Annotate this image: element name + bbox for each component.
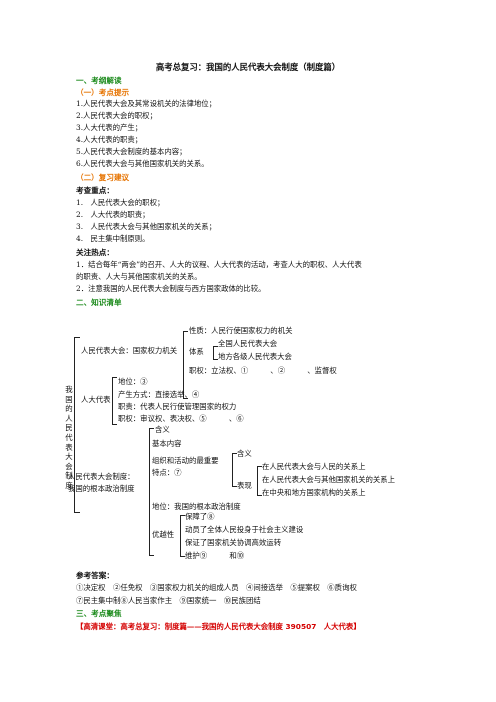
point-3: 3.人大代表的产生； (76, 123, 143, 132)
hot-2: 的职责、人大与其他国家机关的关系。 (76, 272, 202, 281)
system-main-brace (149, 428, 154, 556)
point-1: 1.人民代表大会及其常设机关的法律地位； (76, 99, 217, 108)
section1-heading: 一、考纲解读 (76, 76, 122, 85)
focus-1: 1. 人民代表大会的职权； (76, 198, 165, 207)
system-brace (213, 346, 218, 360)
deputy-election: 产生方式：直接选举、④ (118, 390, 200, 399)
advantage-2: 动员了全体人民投身于社会主义建设 (185, 525, 304, 534)
point-6: 6.人民代表大会与其他国家机关的关系。 (76, 159, 209, 168)
hot-3: 2．注意我国的人民代表大会制度与西方国家政体的比较。 (76, 284, 266, 293)
system-feature-1: 组织和活动的最重要 (152, 456, 219, 465)
feature-brace (232, 453, 237, 487)
system-feature-2: 特点：⑦ (152, 468, 182, 477)
deputy-brace (112, 377, 117, 425)
hot-1: 1．结合每年“两会”的召开、人大的议程、人大代表的活动，考查人大的职权、人大代表 (76, 260, 362, 269)
npc-powers: 职权：立法权、① 、② 、监督权 (189, 366, 337, 375)
hot-label: 关注热点： (76, 248, 114, 257)
focus-2: 2. 人大代表的职责； (76, 210, 150, 219)
show-brace (257, 466, 262, 496)
system-status: 地位：我国的根本政治制度 (152, 502, 241, 511)
system-content: 基本内容 (152, 439, 182, 448)
npc-system-national: 全国人民代表大会 (218, 339, 278, 348)
node-system-line1: 人民代表大会制度： (68, 472, 135, 481)
video-link[interactable]: 【高清课堂：高考总复习：制度篇——我国的人民代表大会制度 390507 人大代表… (76, 622, 361, 631)
page-title: 高考总复习：我国的人民代表大会制度（制度篇） (155, 62, 341, 72)
section3-heading: 三、考点聚焦 (76, 609, 122, 618)
feature-meaning: 含义 (237, 449, 252, 458)
point-4: 4.人大代表的职责； (76, 135, 143, 144)
deputy-status: 地位：③ (118, 377, 148, 386)
root-label: 我国的人民代表大会制度 (65, 385, 73, 490)
answers-line-2: ⑦民主集中制⑧人民当家作主 ⑨国家统一 ⑩民族团结 (76, 596, 261, 605)
show-item-3: 在中央和地方国家机构的关系上 (262, 488, 366, 497)
node-npc: 人民代表大会：国家权力机关 (81, 346, 178, 355)
node-system-line2: 我国的根本政治制度 (68, 484, 135, 493)
advantage-4: 维护⑨ 和⑩ (185, 551, 245, 560)
npc-system-local: 地方各级人民代表大会 (218, 352, 292, 361)
section2-heading: 二、知识清单 (76, 298, 122, 307)
feature-show: 表现 (237, 481, 252, 490)
system-meaning: 含义 (155, 425, 170, 434)
advantage-brace (180, 515, 185, 557)
npc-system: 体系 (189, 347, 204, 356)
advantage-1: 保障了⑧ (185, 512, 215, 521)
answers-line-1: ①决定权 ②任免权 ③国家权力机关的组成人员 ④间接选举 ⑤提案权 ⑥质询权 (76, 583, 357, 592)
sub2-heading: （二）复习建议 (76, 173, 130, 182)
point-2: 2.人民代表大会的职权； (76, 111, 157, 120)
deputy-duty: 职责：代表人民行使管理国家的权力 (118, 402, 237, 411)
root-brace (74, 337, 80, 513)
focus-3: 3. 人民代表大会与其他国家机关的关系； (76, 222, 217, 231)
deputy-powers: 职权：审议权、表决权、⑤ 、⑥ (118, 414, 244, 423)
point-5: 5.人民代表大会制度的基本内容； (76, 147, 187, 156)
advantage-3: 保证了国家机关协调高效运转 (185, 538, 282, 547)
npc-nature: 性质：人民行使国家权力的机关 (189, 326, 293, 335)
focus-4: 4. 民主集中制原则。 (76, 234, 150, 243)
focus-label: 考查重点： (76, 186, 114, 195)
show-item-1: 在人民代表大会与人民的关系上 (262, 462, 366, 471)
npc-brace (183, 331, 188, 399)
sub1-heading: （一）考点提示 (76, 88, 130, 97)
node-deputy: 人大代表 (81, 395, 111, 404)
answers-label: 参考答案： (76, 571, 114, 580)
show-item-2: 在人民代表大会与其他国家机关的关系上 (262, 475, 396, 484)
system-advantage: 优越性 (152, 530, 175, 539)
